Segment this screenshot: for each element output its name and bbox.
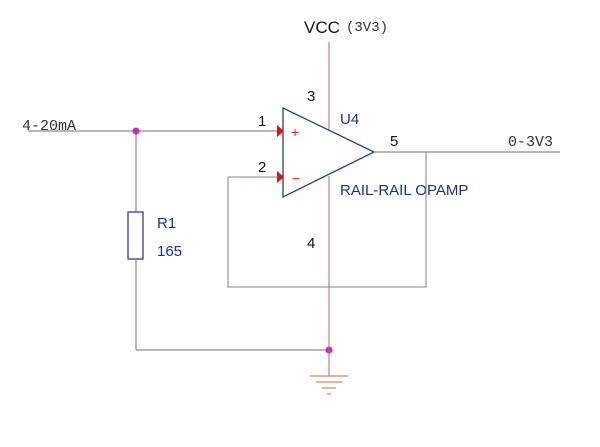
opamp-minus-sign: −	[292, 170, 300, 186]
resistor-designator: R1	[157, 215, 176, 232]
opamp-designator: U4	[340, 111, 359, 128]
vcc-net-label: VCC	[304, 18, 340, 37]
pin2-arrow-icon	[277, 171, 284, 183]
opamp-u4-body	[282, 106, 376, 199]
pin1-number: 1	[258, 113, 266, 130]
resistor-value: 165	[157, 243, 182, 260]
pin3-number: 3	[307, 88, 315, 105]
pin1-arrow-icon	[277, 125, 284, 137]
pin2-number: 2	[258, 159, 266, 176]
vcc-rail-label: (3V3)	[346, 20, 388, 36]
opamp-description: RAIL-RAIL OPAMP	[340, 182, 468, 199]
input-current-label: 4-20mA	[22, 118, 76, 135]
pin4-number: 4	[307, 235, 315, 252]
resistor-r1-body	[127, 211, 144, 260]
pin5-number: 5	[390, 133, 398, 150]
output-voltage-label: 0-3V3	[508, 134, 553, 151]
feedback-loop-wire	[227, 152, 427, 288]
opamp-plus-sign: +	[291, 124, 299, 140]
ground-icon	[310, 375, 348, 395]
